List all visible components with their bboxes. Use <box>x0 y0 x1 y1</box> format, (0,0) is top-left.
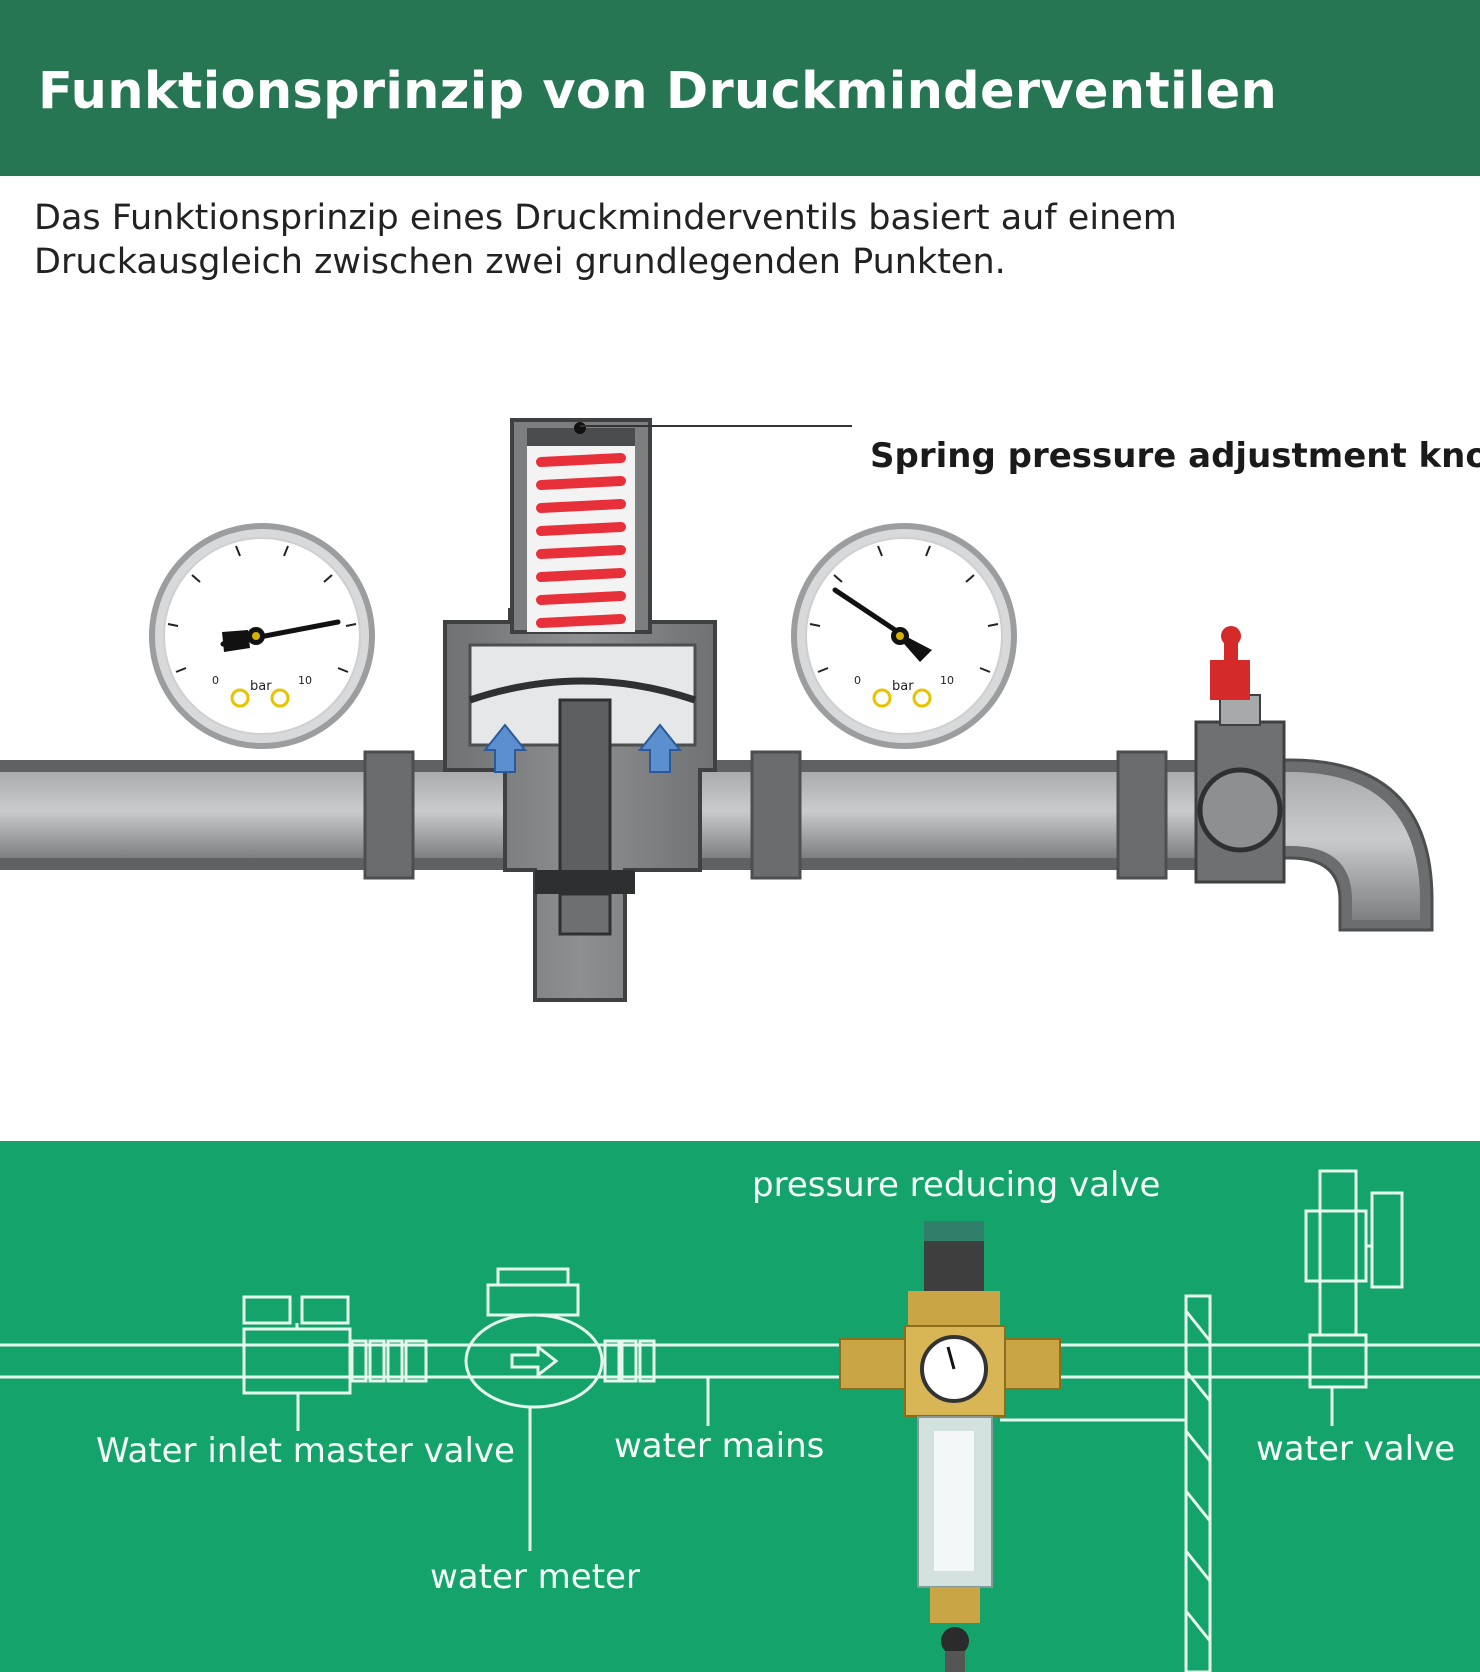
gauge-left-tick-0: 0 <box>212 674 219 687</box>
spring-housing <box>510 418 852 634</box>
spring <box>536 453 626 628</box>
gauge-left-unit: bar <box>250 679 272 694</box>
gauge-left-tick-10: 10 <box>298 674 312 687</box>
knob-label: Spring pressure adjustment knob <box>870 436 1480 476</box>
prv-label: pressure reducing valve <box>752 1165 1161 1205</box>
water-valve-label: water valve <box>1256 1429 1456 1469</box>
gauge-right-tick-10: 10 <box>940 674 954 687</box>
intro-line-1: Das Funktionsprinzip eines Druckminderve… <box>34 198 1177 238</box>
pressure-reducing-valve-body <box>443 608 717 1002</box>
valve-cross-section-diagram: bar bar 0 10 0 10 <box>0 418 1434 1002</box>
water-meter-label: water meter <box>430 1557 640 1597</box>
page-header: Funktionsprinzip von Druckminderventilen <box>0 0 1480 176</box>
inlet-valve-label: Water inlet master valve <box>96 1431 515 1471</box>
relief-valve <box>1194 626 1286 884</box>
outlet-pressure-gauge <box>791 523 1017 749</box>
installation-line-art <box>0 1169 1480 1672</box>
page-title: Funktionsprinzip von Druckminderventilen <box>38 62 1278 121</box>
installation-panel: pressure reducing valve Water inlet mast… <box>0 1141 1480 1672</box>
prv-device <box>839 1221 1061 1672</box>
gauge-right-tick-0: 0 <box>854 674 861 687</box>
water-mains-label: water mains <box>614 1426 825 1466</box>
intro-text: Das Funktionsprinzip eines Druckminderve… <box>34 196 1334 284</box>
inlet-pressure-gauge <box>149 523 375 749</box>
intro-line-2: Druckausgleich zwischen zwei grundlegend… <box>34 242 1006 282</box>
gauge-right-unit: bar <box>892 679 914 694</box>
